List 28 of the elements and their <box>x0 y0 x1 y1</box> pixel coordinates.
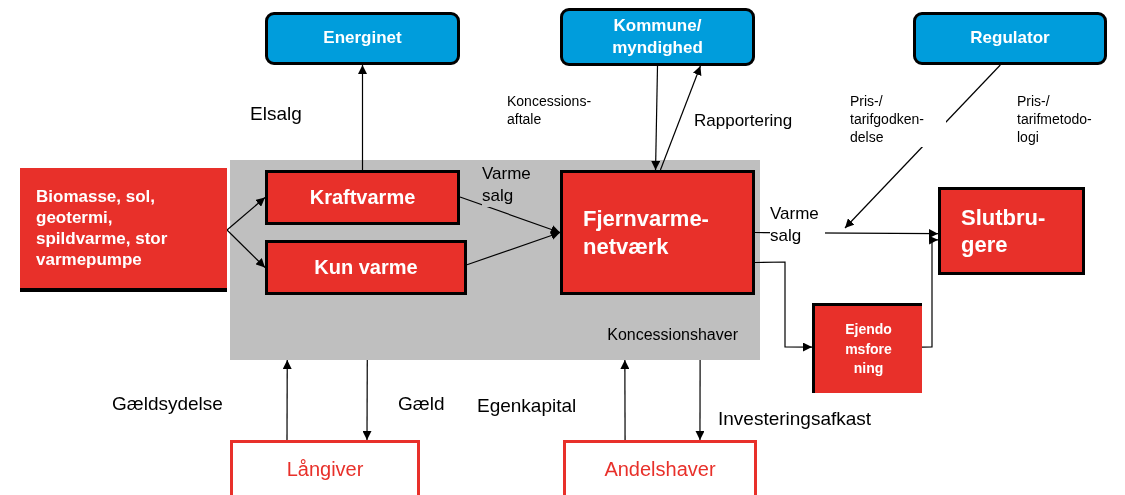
arrow <box>459 196 561 234</box>
arrow <box>226 229 266 269</box>
stakeholder-box: Långiver <box>230 440 420 495</box>
process-box: Kun varme <box>265 240 467 295</box>
process-box: Fjernvarme- netværk <box>560 170 755 295</box>
arrow <box>620 359 630 441</box>
arrow <box>651 65 661 171</box>
organization-box: Regulator <box>913 12 1107 65</box>
arrow <box>695 359 705 441</box>
organization-box: Kommune/ myndighed <box>560 8 755 66</box>
organization-box: Energinet <box>265 12 460 65</box>
process-box: Ejendo msfore ning <box>812 303 922 393</box>
source-box: Biomasse, sol, geotermi, spildvarme, stor varmepumpe <box>20 168 227 292</box>
stakeholder-box: Andelshaver <box>563 440 757 495</box>
arrow <box>226 196 266 231</box>
edge-label: Pris-/ tarifgodken- delse <box>850 92 946 147</box>
area-label: Koncessionshaver <box>607 326 738 344</box>
concession-area <box>230 160 760 360</box>
note-label: Pris-/ tarifmetodo- logi <box>1017 92 1093 147</box>
arrow <box>362 359 372 441</box>
arrow <box>754 261 813 352</box>
process-box: Kraftvarme <box>265 170 460 225</box>
process-box: Slutbru- gere <box>938 187 1085 275</box>
arrow <box>282 359 292 441</box>
arrow <box>358 64 367 171</box>
arrow <box>466 231 561 266</box>
arrow <box>921 235 939 348</box>
arrow <box>659 65 702 171</box>
